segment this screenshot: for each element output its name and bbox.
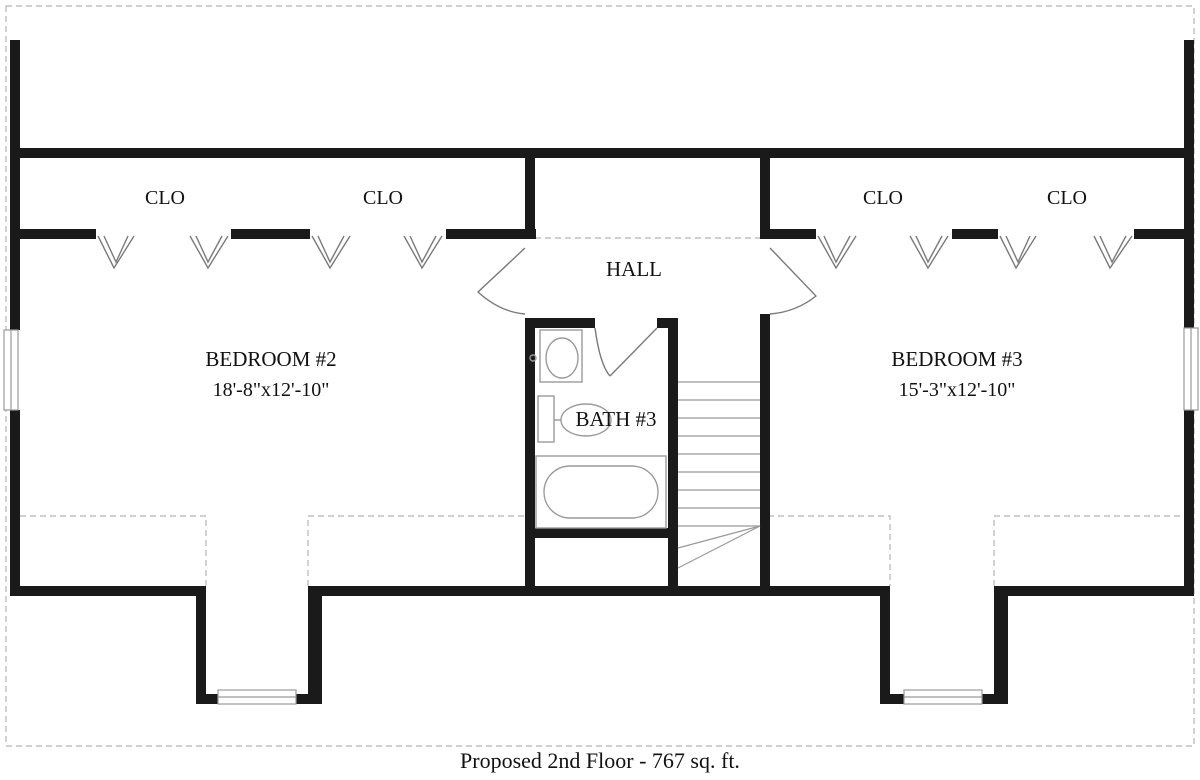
windows xyxy=(3,327,1199,705)
closet-label-3: CLO xyxy=(863,187,903,209)
bedroom-doors xyxy=(476,247,818,315)
bedroom-2-dimensions: 18'-8"x12'-10" xyxy=(213,379,330,401)
bedroom-2-label: BEDROOM #2 xyxy=(205,347,336,371)
closet-label-4: CLO xyxy=(1047,187,1087,209)
bathtub xyxy=(535,455,667,529)
bath-fixtures xyxy=(529,329,667,529)
hall-label: HALL xyxy=(606,257,662,281)
closet-label-1: CLO xyxy=(145,187,185,209)
roof-outline xyxy=(5,5,1195,747)
toilet-tank xyxy=(537,395,555,443)
bedroom-3-label: BEDROOM #3 xyxy=(891,347,1022,371)
stairs xyxy=(677,381,761,569)
plan-caption: Proposed 2nd Floor - 767 sq. ft. xyxy=(460,748,740,773)
closet-label-2: CLO xyxy=(363,187,403,209)
bath-3-label: BATH #3 xyxy=(575,407,656,431)
walls xyxy=(10,40,1194,704)
sink xyxy=(539,329,583,383)
room-labels: CLO CLO CLO CLO HALL BEDROOM #2 18'-8"x1… xyxy=(145,187,1087,431)
bath-door xyxy=(594,327,658,377)
dormer-dashed-lines xyxy=(20,237,1184,586)
closet-bifold-doors xyxy=(97,235,1133,270)
bedroom-3-dimensions: 15'-3"x12'-10" xyxy=(899,379,1016,401)
